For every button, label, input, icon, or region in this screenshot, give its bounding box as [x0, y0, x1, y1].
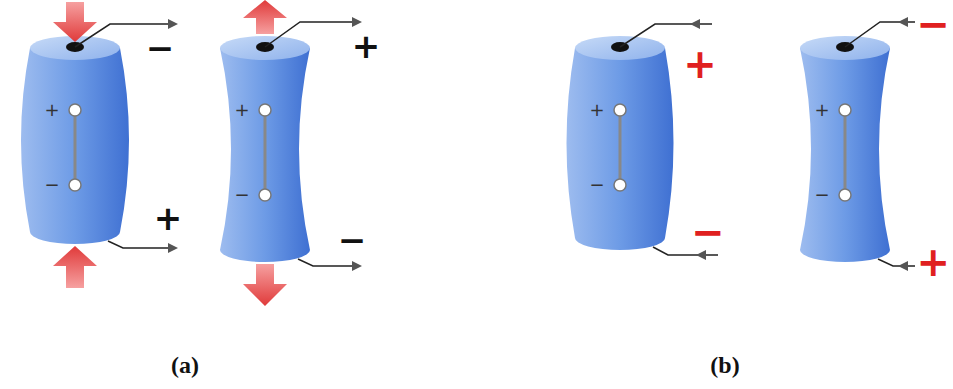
polarity-mark: + [234, 101, 249, 119]
polarity-mark: + [44, 101, 59, 119]
terminal-sign: + [352, 29, 381, 63]
piezo-cylinder [220, 0, 362, 306]
polarity-mark: + [589, 101, 604, 119]
terminal-sign: − [338, 223, 367, 257]
figure-caption: (a) [171, 353, 199, 377]
figure-caption: (b) [710, 353, 739, 377]
voltage-sign: − [691, 212, 725, 252]
terminal-sign: − [146, 31, 175, 65]
piezo-cylinder [800, 17, 915, 271]
polarity-mark: − [234, 186, 249, 204]
voltage-sign: + [916, 242, 950, 282]
piezo-cylinder [21, 2, 178, 288]
polarity-mark: + [814, 101, 829, 119]
terminal-sign: + [154, 201, 183, 235]
polarity-mark: − [814, 186, 829, 204]
polarity-mark: − [589, 176, 604, 194]
voltage-sign: − [916, 4, 950, 44]
voltage-sign: + [683, 44, 717, 84]
polarity-mark: − [44, 176, 59, 194]
